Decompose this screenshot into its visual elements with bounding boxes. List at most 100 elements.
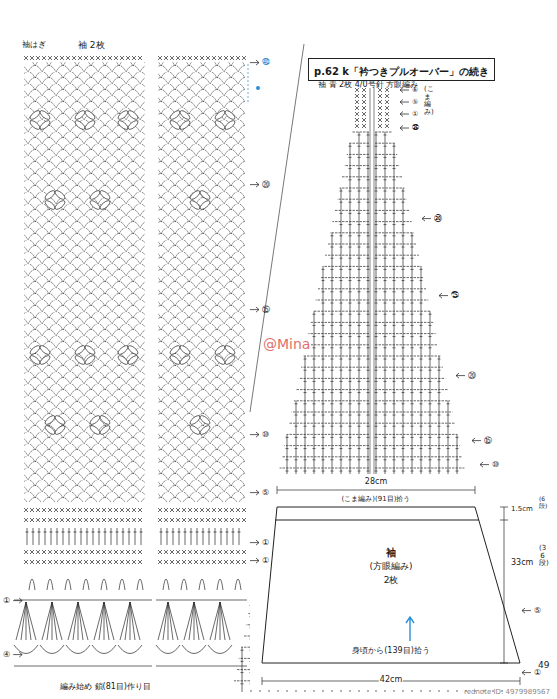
header-text: p.62 k「衿つきプルオーバー」の続き — [314, 66, 489, 77]
dimension: 1.5cm — [510, 505, 534, 513]
stitch-band — [24, 508, 246, 590]
row-number: ⑳ — [262, 180, 270, 189]
row-number: ⑤ — [412, 98, 418, 106]
dimension: 42cm — [379, 675, 403, 684]
leaf-motif — [189, 189, 202, 201]
leaf-motif — [224, 354, 237, 366]
leaf-motif — [89, 424, 102, 436]
leaf-motif — [54, 199, 67, 211]
note: 編み始め 鎖(81目)作り目 — [60, 682, 151, 691]
row-number: ① — [412, 110, 418, 118]
watermark: rednote ID: 4979989567 — [464, 688, 550, 696]
leaf-motif — [169, 354, 182, 366]
seam-dot — [256, 86, 260, 90]
leaf-motif — [179, 344, 192, 356]
dimension: 33cm — [510, 558, 534, 567]
single-crochet-row — [24, 56, 246, 60]
row-number: ㉕ — [451, 291, 459, 300]
node-text: 2枚 — [262, 574, 520, 588]
leaf-motif — [99, 424, 112, 436]
row-number: ① — [262, 556, 269, 565]
pickup-note: 身頃から(139目)拾う — [351, 646, 431, 655]
leaf-motif — [29, 354, 42, 366]
leaf-motif — [44, 189, 57, 201]
leaf-motif — [99, 199, 112, 211]
direction-arrow — [406, 617, 414, 641]
leaf-motif — [127, 344, 140, 356]
dimension-line — [500, 507, 508, 663]
row-count: (36段) — [538, 545, 547, 568]
leaf-motif — [84, 344, 97, 356]
row-number: ㊵ — [262, 58, 270, 67]
row-number: ⑳ — [468, 371, 476, 380]
leaf-motif — [84, 354, 97, 366]
dimension-line — [277, 486, 475, 494]
leaf-motif — [117, 354, 130, 366]
leaf-motif — [199, 424, 212, 436]
leaf-motif — [224, 109, 237, 121]
row-arrow — [13, 60, 531, 675]
trapezoid-outline — [262, 507, 520, 663]
leaf-motif — [179, 109, 192, 121]
row-number: ⑤ — [534, 606, 541, 615]
leaf-motif — [199, 189, 212, 201]
row-number: ④ — [3, 650, 10, 659]
schematic-ground — [250, 474, 526, 690]
leaf-motif — [74, 344, 87, 356]
part-name: 袖 2枚 — [78, 40, 105, 50]
leaf-motif — [54, 424, 67, 436]
leaf-motif — [99, 189, 112, 201]
leaf-motif — [84, 109, 97, 121]
leaf-motif — [189, 424, 202, 436]
leaf-motif — [74, 354, 87, 366]
leaf-motif — [29, 344, 42, 356]
leaf-motif — [199, 414, 212, 426]
leaf-motif — [224, 344, 237, 356]
node-text: 袖 — [262, 545, 520, 560]
leaf-motif — [29, 109, 42, 121]
leaf-motif — [39, 354, 52, 366]
row-number: ⑮ — [262, 305, 270, 314]
leaf-motif — [89, 189, 102, 201]
leaf-motif — [44, 414, 57, 426]
leaf-motif — [214, 354, 227, 366]
leaf-motif — [117, 344, 130, 356]
seam-marker — [248, 64, 249, 104]
leaf-motif — [39, 109, 52, 121]
leaf-motif — [54, 414, 67, 426]
row-number: ⑮ — [484, 436, 492, 445]
leaf-motif — [29, 119, 42, 131]
leaf-motif — [39, 119, 52, 131]
leaf-motif — [127, 109, 140, 121]
row-number: ⑥ — [412, 86, 418, 94]
leaf-motif — [169, 109, 182, 121]
trapezoid-outline — [262, 507, 520, 663]
leaf-motif — [44, 424, 57, 436]
dimension: 28cm — [364, 477, 388, 486]
leaf-motif — [54, 189, 67, 201]
row-number: ⑩ — [262, 430, 269, 439]
leaf-motif — [179, 354, 192, 366]
row-number: ⑩ — [492, 460, 499, 469]
page-number: 49 — [538, 660, 549, 670]
leaf-motif — [169, 119, 182, 131]
text-column: 袖(方眼編み)2枚 — [262, 507, 520, 587]
leaf-motif — [189, 199, 202, 211]
leaf-motif — [117, 109, 130, 121]
leaf-motif — [99, 414, 112, 426]
row-number: ① — [262, 538, 269, 547]
leaf-motif — [74, 119, 87, 131]
pickup-note: (こま編み)(91目)拾う — [341, 495, 412, 503]
node-text: (方眼編み) — [262, 560, 520, 574]
sleeve-schematic: 袖(方眼編み)2枚 — [262, 507, 520, 663]
part-name: 袖はぎ — [22, 40, 46, 49]
divider-line — [250, 44, 304, 412]
leaf-motif — [169, 344, 182, 356]
leaf-motif — [199, 199, 212, 211]
leaf-motif — [74, 109, 87, 121]
leaf-motif — [89, 199, 102, 211]
stitch-name: (こま編み) — [424, 86, 431, 117]
leaf-motif — [127, 119, 140, 131]
leaf-motif — [214, 109, 227, 121]
